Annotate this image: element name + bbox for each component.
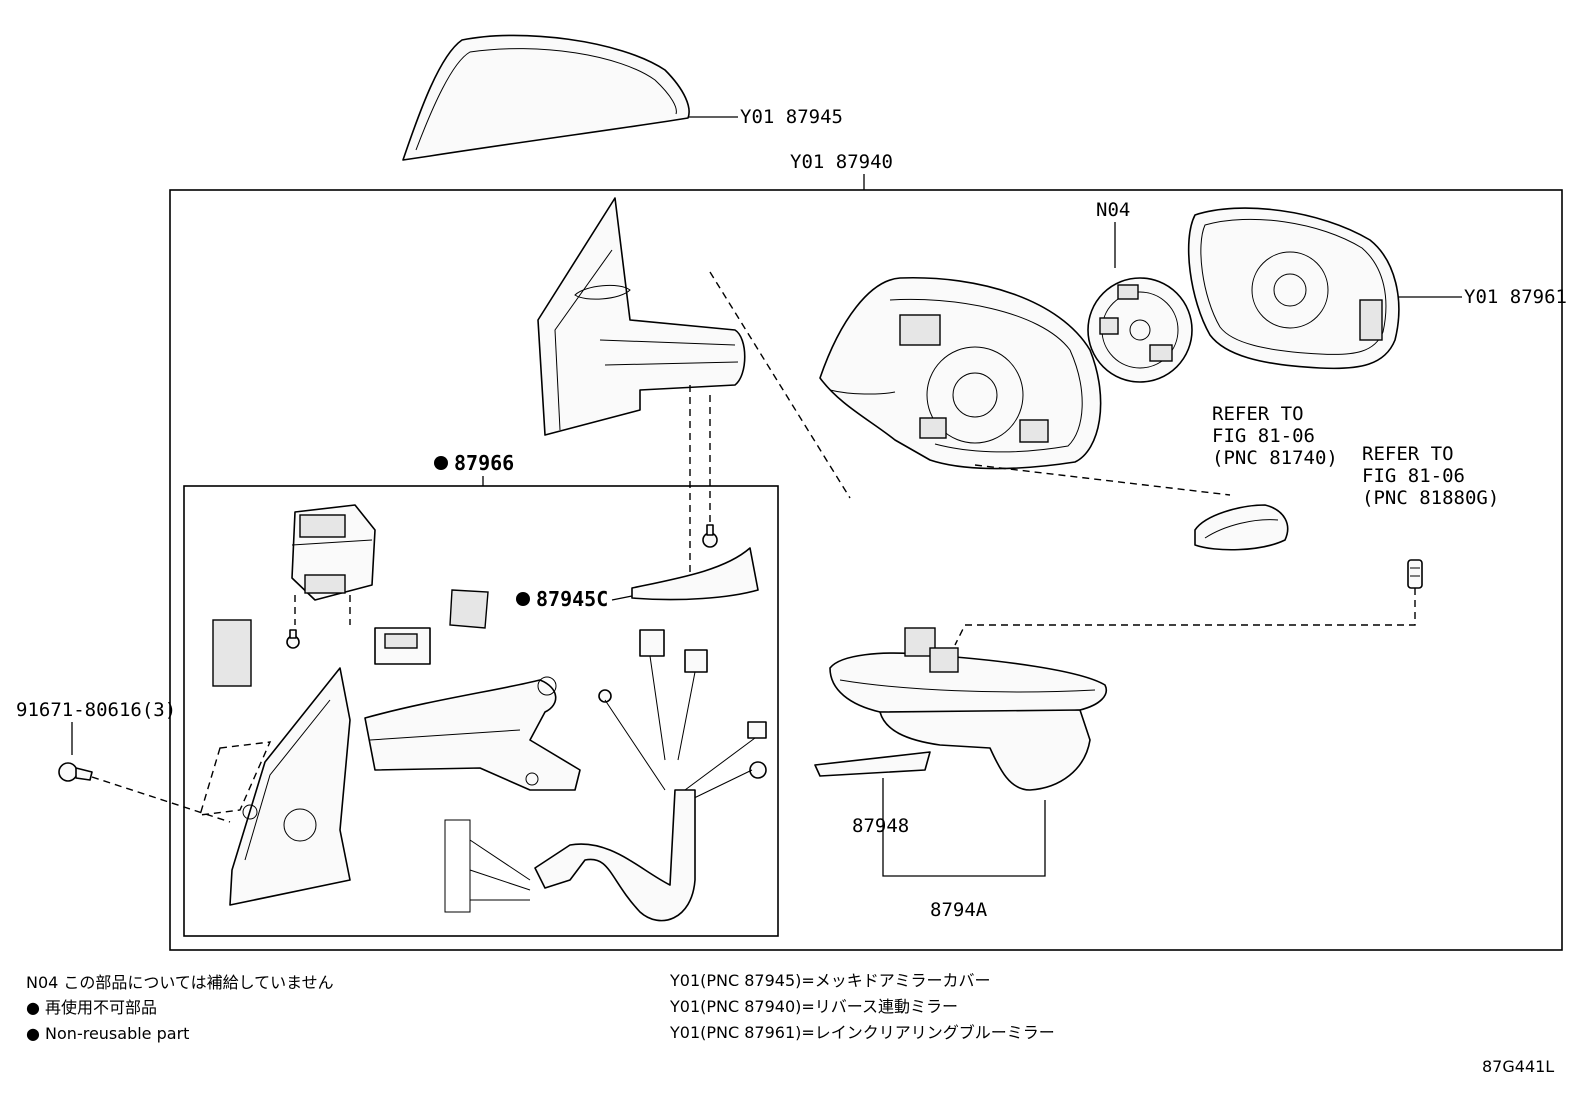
bulb-part[interactable] [1407, 559, 1423, 589]
leader-cover-c [611, 595, 633, 601]
label-plate: 87948 [852, 815, 909, 837]
note-nonreuse-jp: ● 再使用不可部品 [26, 998, 157, 1017]
align-bolt-bracket [91, 776, 231, 823]
mirror-bracket-part[interactable] [229, 667, 351, 906]
label-sub-assy: 87966 [454, 451, 514, 475]
align-base-housing [709, 271, 851, 499]
note-pnc-87961: Y01(PNC 87961)=レインクリアリングブルーミラー [669, 1023, 1055, 1042]
bolt-part[interactable] [58, 762, 93, 782]
refer-a-line2: FIG 81-06 [1212, 425, 1315, 447]
motor-screw-part[interactable] [286, 629, 300, 649]
refer-b-line1: REFER TO [1362, 443, 1454, 465]
retractor-motor-part[interactable] [291, 504, 376, 601]
align-housing-lamp [974, 464, 1231, 496]
wire-harness-part[interactable] [444, 629, 767, 922]
label-assy: Y01 87940 [790, 151, 893, 173]
refer-a-line1: REFER TO [1212, 403, 1304, 425]
lamp-plate-part[interactable] [814, 751, 931, 777]
note-pnc-87945: Y01(PNC 87945)=メッキドアミラーカバー [669, 971, 990, 990]
seal-part[interactable] [449, 589, 489, 629]
cover-screw-part[interactable] [702, 524, 718, 548]
align-bulb-lamp [954, 588, 1416, 646]
non-reusable-marker-icon [434, 456, 448, 470]
mirror-glass-part[interactable] [1187, 207, 1400, 370]
side-turn-lens-part[interactable] [1194, 504, 1289, 551]
refer-b-line2: FIG 81-06 [1362, 465, 1465, 487]
refer-b-line3: (PNC 81880G) [1362, 487, 1499, 509]
note-pnc-87940: Y01(PNC 87940)=リバース連動ミラー [669, 997, 958, 1016]
mirror-housing-part[interactable] [819, 276, 1102, 470]
assembly-frame [169, 189, 1563, 951]
mirror-actuator-part[interactable] [1087, 277, 1193, 383]
label-cover-c: 87945C [536, 587, 608, 611]
note-n04: N04 この部品については補給していません [26, 973, 334, 992]
label-glass: Y01 87961 [1464, 286, 1567, 308]
label-cover: Y01 87945 [740, 106, 843, 128]
bracket-outline [199, 741, 272, 816]
frame-arm-part[interactable] [364, 676, 581, 791]
turn-lamp-part[interactable] [829, 627, 1107, 791]
label-n04: N04 [1096, 199, 1130, 221]
figure-id: 87G441L [1482, 1057, 1554, 1076]
note-nonreuse-en: ● Non-reusable part [26, 1024, 189, 1043]
mirror-base-part[interactable] [537, 197, 746, 436]
sub-assembly-frame [183, 485, 779, 937]
non-reusable-marker-icon-c [516, 592, 530, 606]
label-bolt: 91671-80616(3) [16, 699, 176, 721]
mirror-cover-part[interactable] [402, 34, 690, 161]
connector-part[interactable] [374, 627, 431, 665]
foam-pad-part[interactable] [212, 619, 252, 687]
refer-a-line3: (PNC 81740) [1212, 447, 1338, 469]
leader-lamp [882, 778, 1046, 877]
cover-c-part[interactable] [631, 547, 759, 601]
label-lamp: 8794A [930, 899, 988, 921]
